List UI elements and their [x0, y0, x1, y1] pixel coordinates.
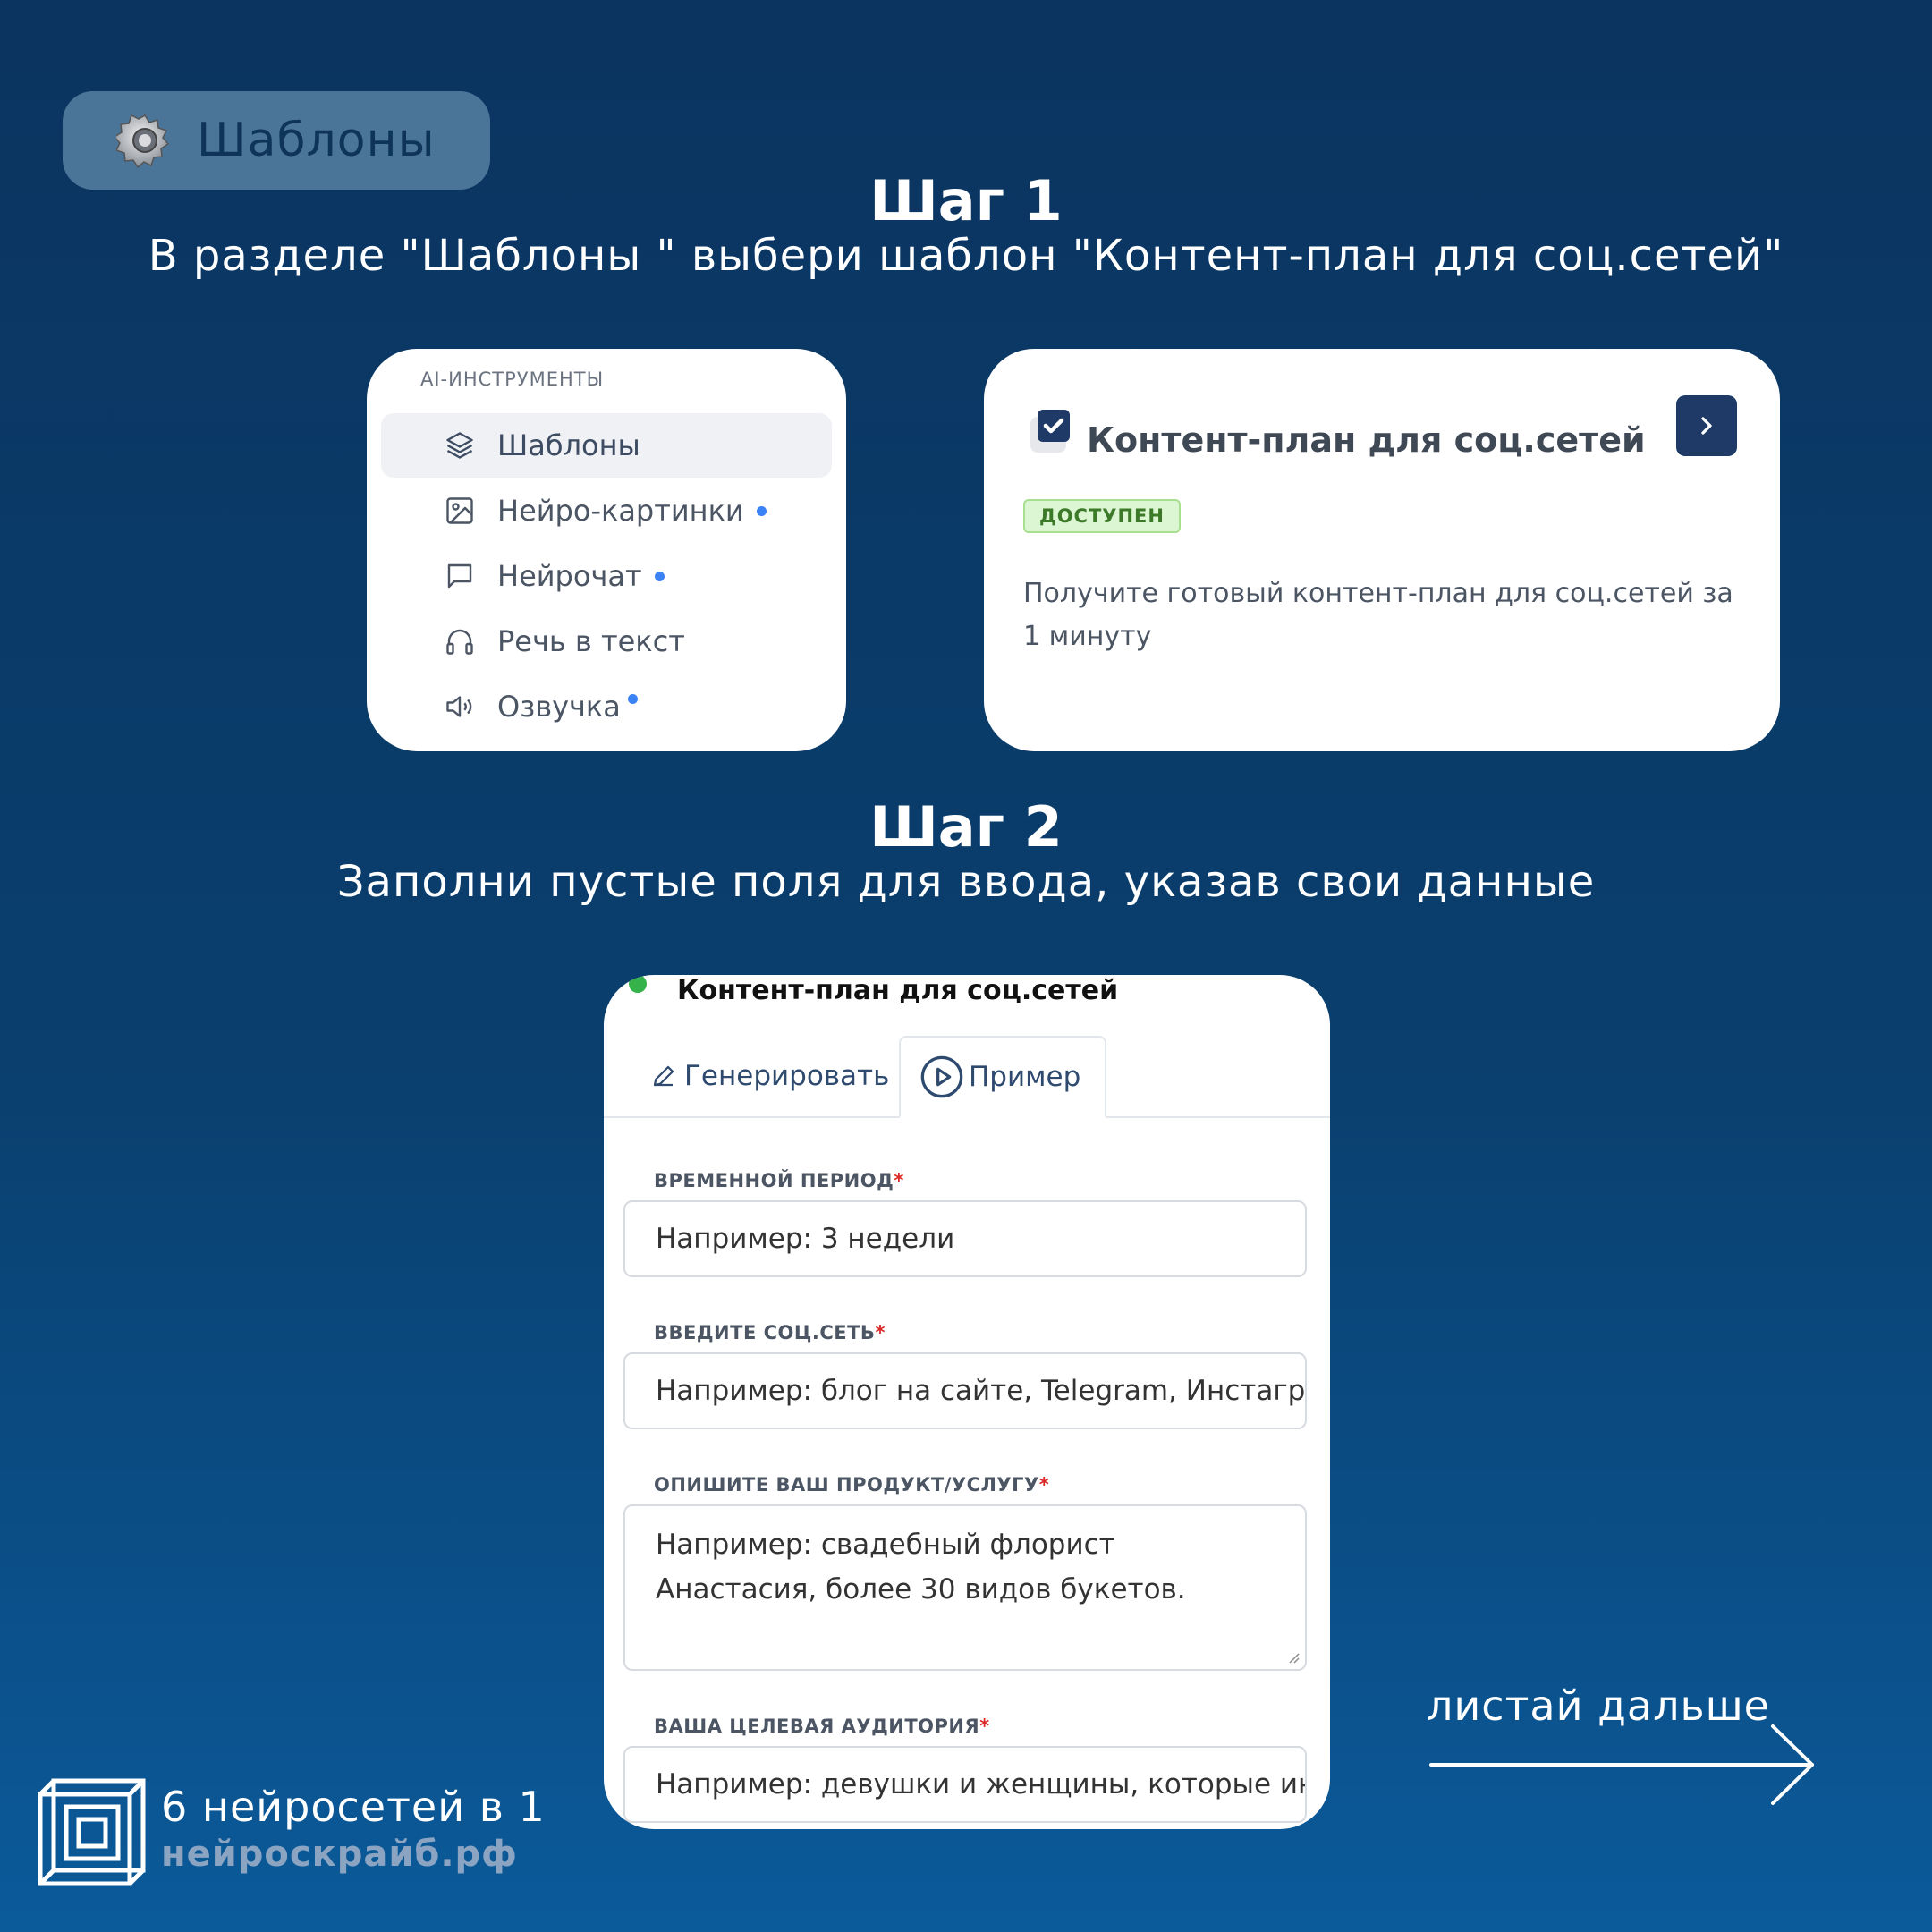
audience-placeholder: Например: девушки и женщины, которые инт… [656, 1768, 1305, 1801]
field-label-text: ВВЕДИТЕ СОЦ.СЕТЬ [654, 1322, 876, 1343]
headphones-icon [446, 629, 473, 655]
required-mark: * [979, 1716, 990, 1737]
sidebar-item-neurochat[interactable]: Нейрочат [381, 544, 832, 608]
status-badge: ДОСТУПЕН [1023, 499, 1181, 533]
online-indicator [629, 975, 647, 993]
form-title: Контент-план для соц.сетей [677, 975, 1119, 1006]
sidebar-item-voiceover[interactable]: Озвучка [381, 674, 832, 739]
audience-input[interactable]: Например: девушки и женщины, которые инт… [623, 1746, 1307, 1823]
sidebar-item-label: Речь в текст [497, 624, 685, 658]
sidebar-item-label: Нейро-картинки [497, 494, 744, 528]
form-tabs: Генерировать Пример [604, 1036, 1330, 1118]
required-mark: * [875, 1322, 886, 1343]
speaker-icon [446, 696, 472, 717]
next-hint: листай дальше [1427, 1682, 1770, 1730]
templates-badge: Шаблоны [63, 91, 490, 190]
brand-logo [38, 1778, 146, 1886]
field-label-period: ВРЕМЕННОЙ ПЕРИОД* [654, 1170, 904, 1191]
new-indicator-dot [627, 693, 638, 704]
sidebar-item-neuro-images[interactable]: Нейро-картинки [381, 479, 832, 543]
field-label-text: ВРЕМЕННОЙ ПЕРИОД [654, 1170, 894, 1191]
field-label-product: ОПИШИТЕ ВАШ ПРОДУКТ/УСЛУГУ* [654, 1474, 1049, 1496]
sidebar-item-label: Нейрочат [497, 559, 642, 593]
arrow-right-icon [1429, 1724, 1814, 1805]
step1-subtitle: В разделе "Шаблоны " выбери шаблон "Конт… [148, 231, 1784, 281]
sidebar-item-label: Шаблоны [497, 428, 640, 462]
new-indicator-dot [654, 571, 665, 581]
layers-icon [446, 432, 473, 459]
sidebar-item-speech-to-text[interactable]: Речь в текст [381, 609, 832, 674]
tab-generate[interactable]: Генерировать [650, 1036, 889, 1116]
social-network-placeholder: Например: блог на сайте, Telegram, Инста… [656, 1375, 1307, 1407]
sidebar-item-label: Озвучка [497, 690, 621, 724]
tab-example[interactable]: Пример [899, 1036, 1106, 1118]
field-label-text: ВАША ЦЕЛЕВАЯ АУДИТОРИЯ [654, 1716, 980, 1737]
badge-label: Шаблоны [197, 114, 436, 167]
step2-title: Шаг 2 [869, 794, 1063, 860]
image-icon [446, 497, 473, 524]
chat-icon [447, 564, 472, 589]
period-input[interactable]: Например: 3 недели [623, 1200, 1307, 1277]
brand-tagline: 6 нейросетей в 1 [161, 1783, 546, 1831]
sidebar-section-title: AI-ИНСТРУМЕНТЫ [420, 369, 605, 390]
step2-subtitle: Заполни пустые поля для ввода, указав св… [336, 857, 1596, 907]
sidebar-item-templates[interactable]: Шаблоны [381, 413, 832, 478]
field-label-audience: ВАША ЦЕЛЕВАЯ АУДИТОРИЯ* [654, 1716, 990, 1737]
template-card[interactable]: Контент-план для соц.сетей ДОСТУПЕН Полу… [984, 349, 1780, 751]
product-placeholder: Например: свадебный флорист Анастасия, б… [656, 1529, 1186, 1606]
tab-example-label: Пример [969, 1061, 1081, 1093]
ai-tools-sidebar: AI-ИНСТРУМЕНТЫ Шаблоны Нейро-картинки Не… [367, 349, 846, 751]
checkbox-icon [1030, 410, 1072, 453]
step1-title: Шаг 1 [869, 168, 1063, 233]
template-description: Получите готовый контент-план для соц.се… [1023, 578, 1733, 652]
period-placeholder: Например: 3 недели [656, 1223, 955, 1255]
open-template-button[interactable] [1676, 395, 1737, 456]
field-label-social: ВВЕДИТЕ СОЦ.СЕТЬ* [654, 1322, 886, 1343]
required-mark: * [1038, 1474, 1050, 1496]
product-textarea[interactable]: Например: свадебный флорист Анастасия, б… [623, 1504, 1307, 1671]
new-indicator-dot [756, 505, 767, 516]
template-form: Контент-план для соц.сетей Генерировать … [604, 975, 1330, 1829]
chevron-right-icon [1701, 417, 1712, 435]
brand-domain[interactable]: нейроскрайб.рф [161, 1834, 518, 1875]
template-name: Контент-план для соц.сетей [1087, 420, 1646, 460]
gear-icon [116, 114, 170, 169]
play-circle-icon [920, 1055, 963, 1098]
resize-grip-icon[interactable] [1285, 1649, 1300, 1664]
field-label-text: ОПИШИТЕ ВАШ ПРОДУКТ/УСЛУГУ [654, 1474, 1039, 1496]
required-mark: * [894, 1170, 904, 1191]
social-network-input[interactable]: Например: блог на сайте, Telegram, Инста… [623, 1352, 1307, 1429]
tab-generate-label: Генерировать [684, 1060, 890, 1092]
pencil-icon [653, 1065, 674, 1087]
